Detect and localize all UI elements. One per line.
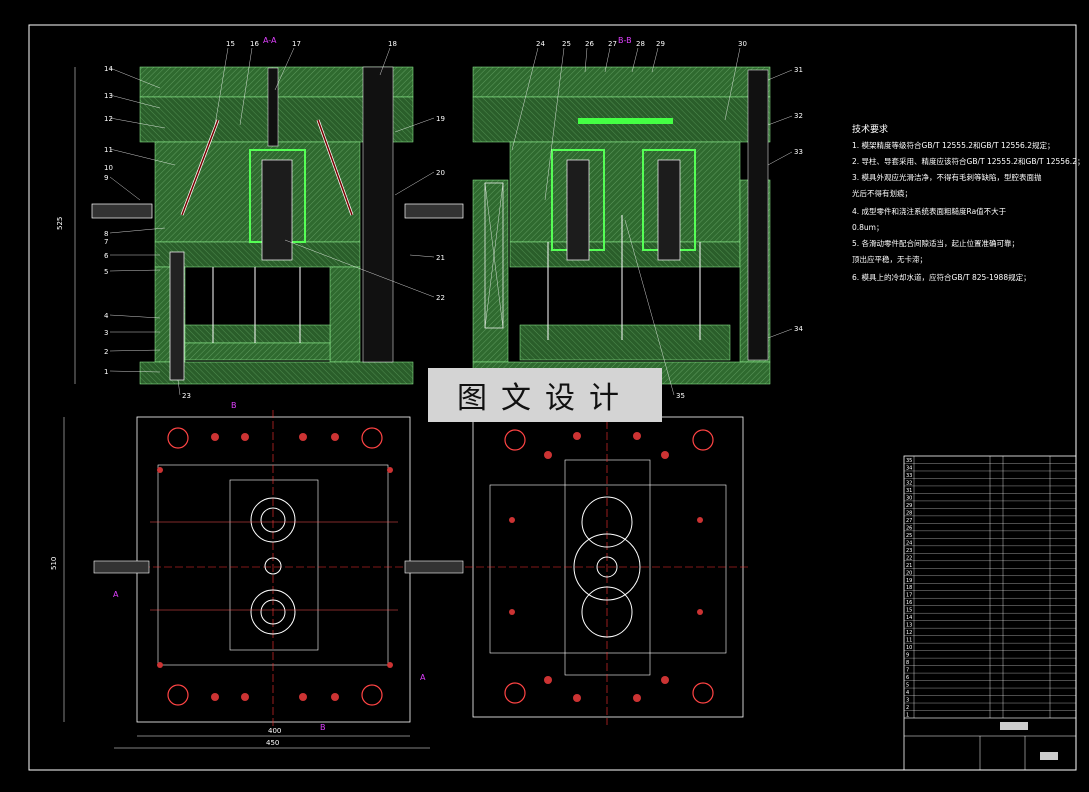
part-20: 20 [436,169,445,177]
table-row-number: 30 [906,495,912,501]
part-15: 15 [226,40,235,48]
table-row-number: 20 [906,570,912,576]
marker-b-top: B [231,401,237,410]
table-row-number: 16 [906,600,912,606]
table-row-number: 4 [906,690,909,696]
section-title-a-a: A-A [263,36,277,45]
plan-view-moving-half: 510 400 450 B A A B [50,401,464,749]
table-row-number: 29 [906,503,912,509]
table-row-number: 9 [906,653,909,659]
part-18: 18 [388,40,397,48]
table-row-number: 22 [906,555,912,561]
part-31: 31 [794,66,803,74]
note-line-2: 2. 导柱、导套采用、精度应该符合GB/T 12555.2和GB/T 12556… [852,156,1084,166]
table-row-number: 23 [906,548,912,554]
table-row-number: 10 [906,645,912,651]
part-25: 25 [562,40,571,48]
part-5: 5 [104,268,108,276]
part-35: 35 [676,392,685,400]
table-row-number: 8 [906,660,909,666]
part-17: 17 [292,40,301,48]
table-row-number: 11 [906,638,912,644]
section-a-a-view: A-A 525 14 13 12 11 [56,36,464,400]
part-6: 6 [104,252,109,260]
table-row-number: 24 [906,540,912,546]
table-row-number: 7 [906,668,909,674]
table-row-number: 17 [906,593,912,599]
table-row-number: 14 [906,615,912,621]
table-row-number: 21 [906,563,912,569]
part-32: 32 [794,112,803,120]
part-14: 14 [104,65,113,73]
dim-height-front: 525 [56,217,64,230]
part-29: 29 [656,40,665,48]
table-row-number: 15 [906,608,912,614]
table-row-number: 35 [906,458,912,464]
note-line-5: 4. 成型零件和浇注系统表面粗糙度Ra值不大于 [852,206,1007,216]
note-line-6: 0.8um； [852,223,884,232]
marker-a-right: A [420,673,426,682]
part-21: 21 [436,254,445,262]
parts-list-table: 3534333231302928272625242322212019181716… [903,455,1077,771]
marker-a-left: A [113,590,119,599]
part-12: 12 [104,115,113,123]
table-row-number: 12 [906,630,912,636]
part-30: 30 [738,40,747,48]
table-row-number: 5 [906,683,909,689]
marker-b-bottom: B [320,723,326,732]
part-7: 7 [104,238,108,246]
watermark-banner: 图文设计 [428,368,662,422]
note-line-4: 光后不得有划痕； [852,188,912,198]
drawing-frame [28,24,1077,771]
part-16: 16 [250,40,259,48]
note-line-1: 1. 模架精度等级符合GB/T 12555.2和GB/T 12556.2规定； [852,140,1054,150]
part-8: 8 [104,230,108,238]
table-row-number: 18 [906,585,912,591]
part-33: 33 [794,148,803,156]
table-row-number: 34 [906,465,912,471]
part-27: 27 [608,40,617,48]
table-row-number: 19 [906,578,912,584]
part-1: 1 [104,368,108,376]
table-row-number: 26 [906,525,912,531]
table-row-number: 33 [906,473,912,479]
part-19: 19 [436,115,445,123]
dim-width-inner: 400 [268,727,281,735]
part-24: 24 [536,40,545,48]
part-26: 26 [585,40,594,48]
table-row-number: 2 [906,705,909,711]
part-9: 9 [104,174,108,182]
plan-view-fixed-half [465,410,750,725]
table-row-number: 13 [906,623,912,629]
table-row-number: 32 [906,480,912,486]
table-row-number: 28 [906,510,912,516]
technical-notes: 技术要求 1. 模架精度等级符合GB/T 12555.2和GB/T 12556.… [852,123,1084,282]
part-28: 28 [636,40,645,48]
part-11: 11 [104,146,113,154]
part-3: 3 [104,329,108,337]
note-line-8: 顶出应平稳，无卡滞； [852,254,927,264]
part-23: 23 [182,392,191,400]
part-10: 10 [104,164,113,172]
table-row-number: 3 [906,698,909,704]
note-line-9: 6. 模具上的冷却水道，应符合GB/T 825-1988规定； [852,272,1031,282]
section-b-b-view: B-B 24 25 26 27 28 29 30 [472,36,803,400]
dim-height-plan: 510 [50,557,58,570]
part-13: 13 [104,92,113,100]
part-34: 34 [794,325,803,333]
part-4: 4 [104,312,109,320]
part-2: 2 [104,348,108,356]
table-row-number: 6 [906,675,909,681]
section-title-b-b: B-B [618,36,632,45]
table-row-number: 25 [906,533,912,539]
notes-title: 技术要求 [852,123,888,135]
note-line-3: 3. 模具外观应光滑洁净，不得有毛刺等缺陷，型腔表面抛 [852,172,1042,182]
table-row-number: 27 [906,518,912,524]
dim-width-outer: 450 [266,739,279,747]
part-22: 22 [436,294,445,302]
note-line-7: 5. 各滑动零件配合间隙适当，起止位置准确可靠； [852,238,1019,248]
table-row-number: 1 [906,713,909,719]
table-row-number: 31 [906,488,912,494]
